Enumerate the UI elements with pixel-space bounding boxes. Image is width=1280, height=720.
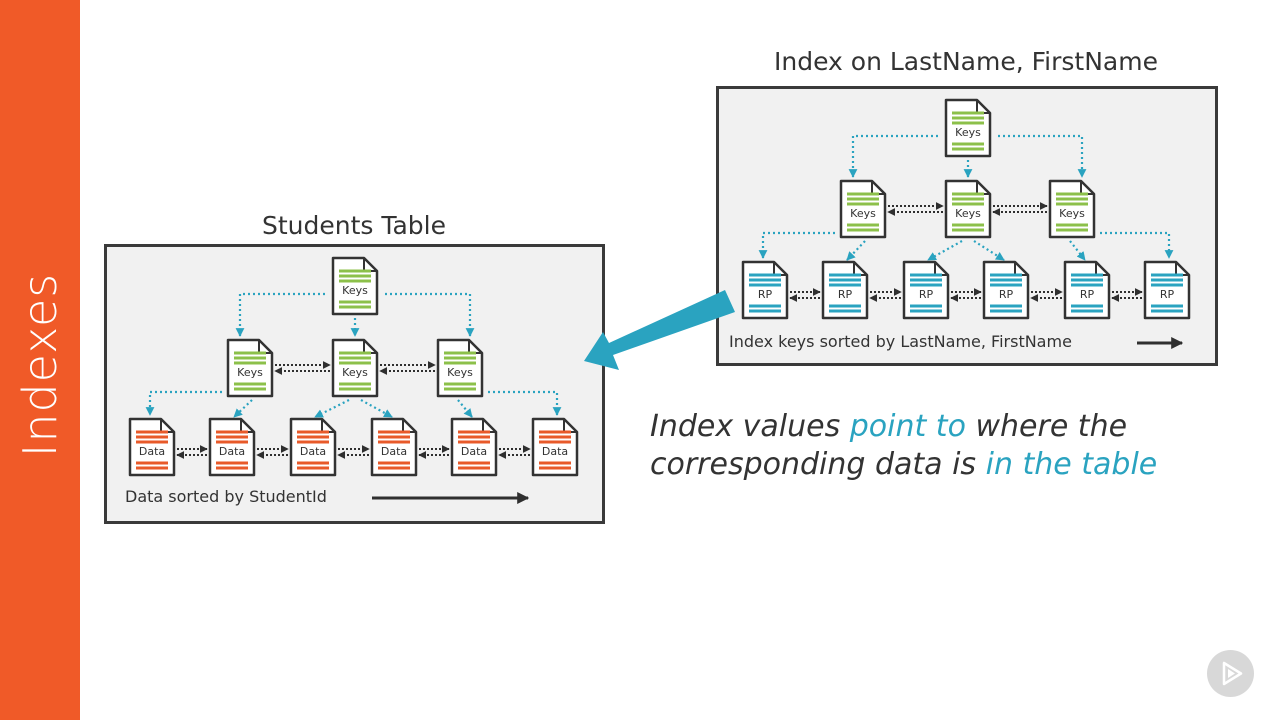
students-inner-link xyxy=(314,399,350,418)
index-root-left-link xyxy=(848,134,938,178)
page-label: Data xyxy=(139,445,165,458)
index-inner-keys-page: Keys xyxy=(839,179,887,239)
index-inner-keys-page: Keys xyxy=(1048,179,1096,239)
students-root-keys-page: Keys xyxy=(331,256,379,316)
students-leaf-page: Data xyxy=(370,417,418,477)
page-label: RP xyxy=(838,288,853,301)
sidebar: Indexes xyxy=(0,0,80,720)
students-table-title: Students Table xyxy=(261,211,447,240)
statement-part-1: Index values xyxy=(650,409,850,444)
students-root-right-link xyxy=(385,292,475,337)
index-leaf-page: RP xyxy=(741,260,789,320)
page-label: Keys xyxy=(1059,207,1085,220)
index-leaf-page: RP xyxy=(902,260,950,320)
statement-part-2: where the corresponding data is xyxy=(650,409,1128,482)
students-root-left-link xyxy=(235,292,325,337)
pointer-arrow xyxy=(584,290,735,370)
page-label: RP xyxy=(1080,288,1095,301)
page-label: Data xyxy=(381,445,407,458)
students-leaf-page: Data xyxy=(531,417,579,477)
page-label: Keys xyxy=(447,366,473,379)
index-leaf-page: RP xyxy=(821,260,869,320)
students-inner-link xyxy=(233,399,253,418)
index-inner-link xyxy=(927,240,963,261)
page-label: Keys xyxy=(342,366,368,379)
index-caption: Index keys sorted by LastName, FirstName xyxy=(729,332,1072,351)
index-inner-link xyxy=(758,231,835,259)
page-label: Keys xyxy=(955,126,981,139)
play-logo-icon xyxy=(1207,650,1254,697)
index-root-keys-page: Keys xyxy=(944,98,992,158)
index-leaf-page: RP xyxy=(1143,260,1191,320)
index-leaf-page: RP xyxy=(982,260,1030,320)
page-label: Data xyxy=(219,445,245,458)
page-label: Data xyxy=(300,445,326,458)
students-inner-link xyxy=(488,390,562,416)
students-leaf-page: Data xyxy=(450,417,498,477)
students-inner-link xyxy=(145,390,222,416)
index-inner-keys-page: Keys xyxy=(944,179,992,239)
page-label: Keys xyxy=(850,207,876,220)
index-leaf-page: RP xyxy=(1063,260,1111,320)
index-inner-link xyxy=(1100,231,1174,259)
page-label: Keys xyxy=(237,366,263,379)
statement-highlight-1: point to xyxy=(849,409,966,444)
students-inner-link xyxy=(457,399,473,418)
statement-text: Index values point to where the correspo… xyxy=(650,408,1250,484)
students-table-caption: Data sorted by StudentId xyxy=(125,487,327,506)
index-title: Index on LastName, FirstName xyxy=(774,47,1158,76)
page-label: Keys xyxy=(342,284,368,297)
students-leaf-page: Data xyxy=(289,417,337,477)
page-label: RP xyxy=(1160,288,1175,301)
students-inner-link xyxy=(360,399,393,418)
page-label: RP xyxy=(999,288,1014,301)
page-label: RP xyxy=(758,288,773,301)
index-root-right-link xyxy=(998,134,1087,178)
page-label: Keys xyxy=(955,207,981,220)
page-label: RP xyxy=(919,288,934,301)
students-leaf-page: Data xyxy=(208,417,256,477)
statement-highlight-2: in the table xyxy=(985,447,1158,482)
index-inner-link xyxy=(973,240,1005,261)
students-inner-keys-page: Keys xyxy=(226,338,274,398)
students-inner-keys-page: Keys xyxy=(436,338,484,398)
students-inner-keys-page: Keys xyxy=(331,338,379,398)
index-inner-link xyxy=(846,240,866,261)
students-leaf-page: Data xyxy=(128,417,176,477)
index-inner-link xyxy=(1069,240,1086,261)
page-label: Data xyxy=(542,445,568,458)
page-label: Data xyxy=(461,445,487,458)
